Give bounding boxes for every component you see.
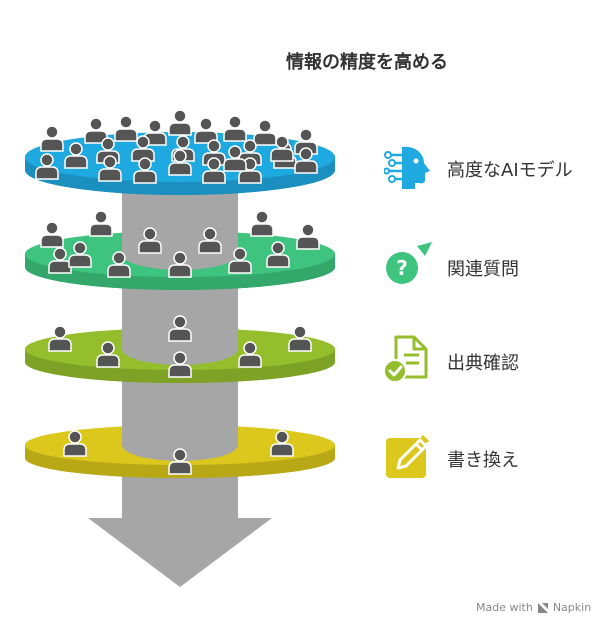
person-icon [68,241,92,268]
label-related-questions: 関連質問 [447,259,519,280]
person-icon [228,247,252,274]
person-icon [223,115,247,142]
svg-text:?: ? [396,256,408,280]
person-icon [98,155,122,182]
person-icon [96,341,120,368]
label-source-check: 出典確認 [447,353,519,374]
person-icon [266,241,290,268]
person-icon [250,210,274,237]
person-icon [114,115,138,142]
napkin-logo-icon [537,602,548,613]
edit-icon [386,434,430,478]
person-icon [238,157,262,184]
person-icon [168,448,192,475]
person-icon [168,315,192,342]
person-icon [294,147,318,174]
person-icon [48,325,72,352]
person-icon [296,223,320,250]
person-icon [168,351,192,378]
person-icon [138,227,162,254]
person-icon [48,247,72,274]
footer-brand: Napkin [552,601,592,614]
label-advanced-ai: 高度なAIモデル [447,160,573,181]
ai-head-icon [384,146,430,189]
document-check-icon [383,335,428,383]
person-icon [270,430,294,457]
person-icon [40,125,64,152]
person-icon [194,117,218,144]
person-icon [223,145,247,172]
person-icon [202,157,226,184]
person-icon [35,153,59,180]
person-icon [133,157,157,184]
label-rewrite: 書き換え [447,450,519,471]
footer-made-with: Made with [476,601,533,614]
question-icon: ? [386,242,432,284]
person-icon [168,251,192,278]
diagram-title: 情報の精度を高める [286,52,448,73]
person-icon [198,227,222,254]
person-icon [84,117,108,144]
layer-advanced-ai [25,109,335,195]
layer-related-questions [25,210,335,290]
person-icon [288,325,312,352]
down-arrow [88,490,272,587]
person-icon [168,149,192,176]
person-icon [168,109,192,136]
person-icon [89,210,113,237]
person-icon [64,142,88,169]
person-icon [270,135,294,162]
person-icon [107,251,131,278]
person-icon [63,430,87,457]
layer-rewrite [25,422,335,478]
layer-source-check [25,315,335,383]
person-icon [253,119,277,146]
person-icon [238,341,262,368]
footer: Made with Napkin [476,601,591,614]
person-icon [131,135,155,162]
person-icon [40,221,64,248]
